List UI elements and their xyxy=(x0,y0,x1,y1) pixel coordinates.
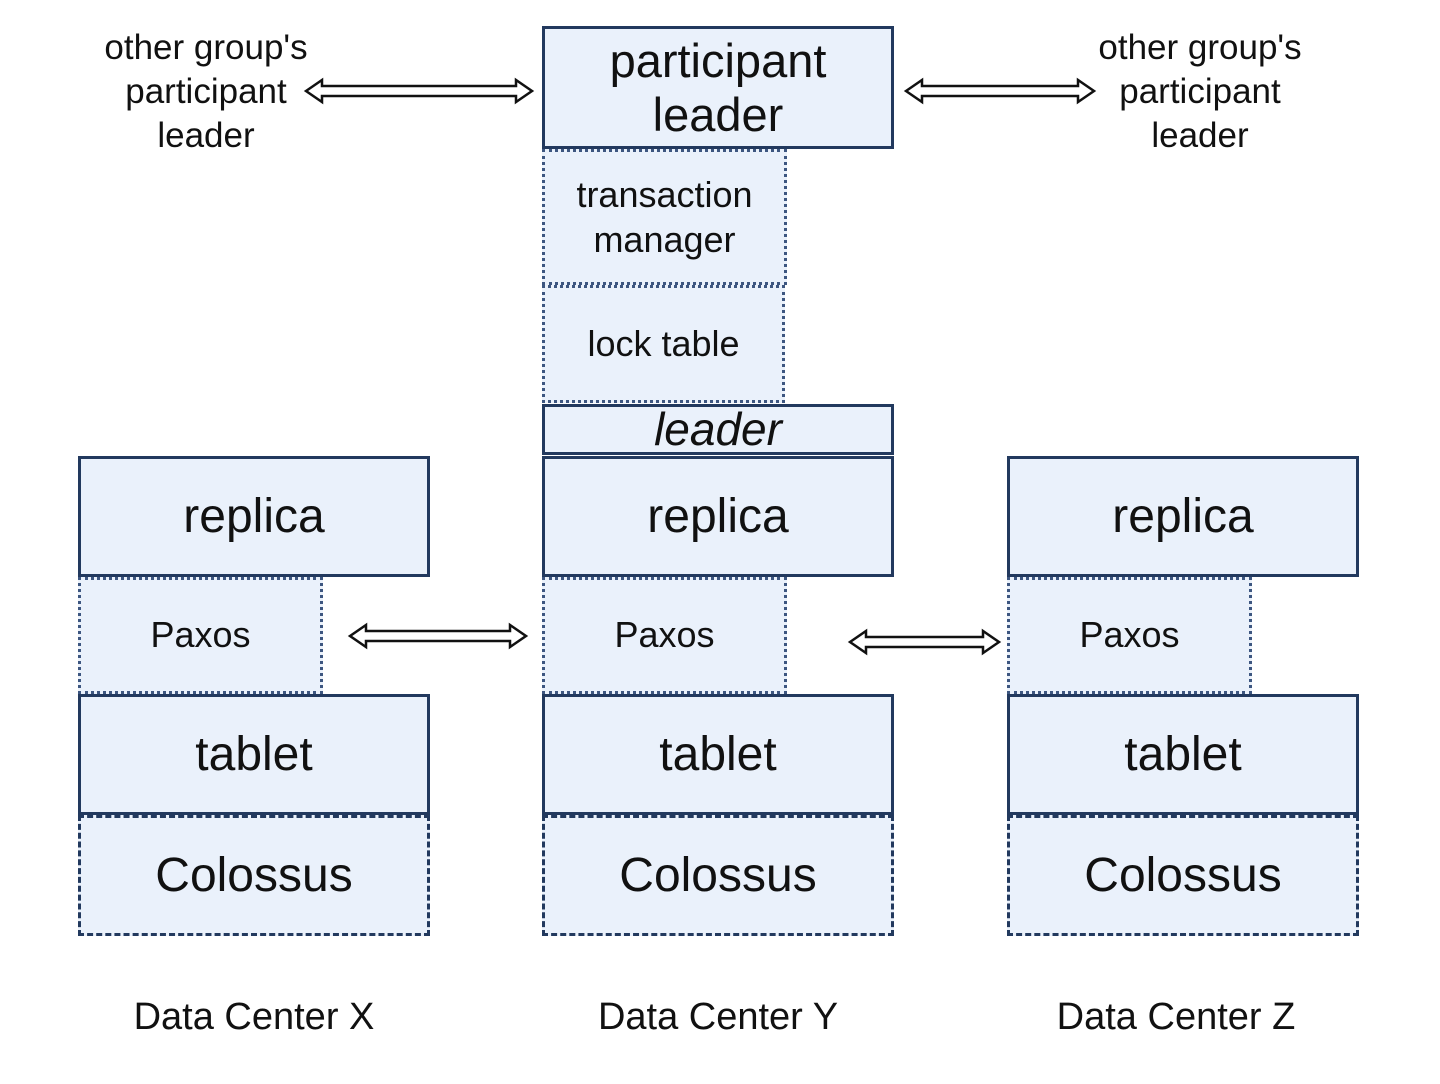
data-center-x-label: Data Center X xyxy=(133,996,375,1038)
colossus-box-z: Colossus xyxy=(1007,815,1359,936)
right-other-group-label: other group's participant leader xyxy=(1098,28,1302,155)
arrow-paxos-xy xyxy=(347,622,529,650)
replica-box-z: replica xyxy=(1007,456,1359,577)
arrow-paxos-yz xyxy=(847,628,1002,656)
data-center-z-label: Data Center Z xyxy=(1056,996,1296,1038)
transaction-manager-box: transaction manager xyxy=(542,149,787,285)
paxos-box-y: Paxos xyxy=(542,577,787,694)
paxos-box-x: Paxos xyxy=(78,577,323,694)
replica-box-y: replica xyxy=(542,456,894,577)
arrow-top-right xyxy=(903,77,1097,105)
tablet-box-z: tablet xyxy=(1007,694,1359,815)
leader-box: leader xyxy=(542,403,894,455)
data-center-y-label: Data Center Y xyxy=(597,996,839,1038)
arrow-top-left xyxy=(303,77,535,105)
tablet-box-x: tablet xyxy=(78,694,430,815)
colossus-box-y: Colossus xyxy=(542,815,894,936)
tablet-box-y: tablet xyxy=(542,694,894,815)
participant-leader-box: participant leader xyxy=(542,26,894,149)
left-other-group-label: other group's participant leader xyxy=(104,28,308,155)
lock-table-box: lock table xyxy=(542,285,785,403)
colossus-box-x: Colossus xyxy=(78,815,430,936)
paxos-box-z: Paxos xyxy=(1007,577,1252,694)
replica-box-x: replica xyxy=(78,456,430,577)
